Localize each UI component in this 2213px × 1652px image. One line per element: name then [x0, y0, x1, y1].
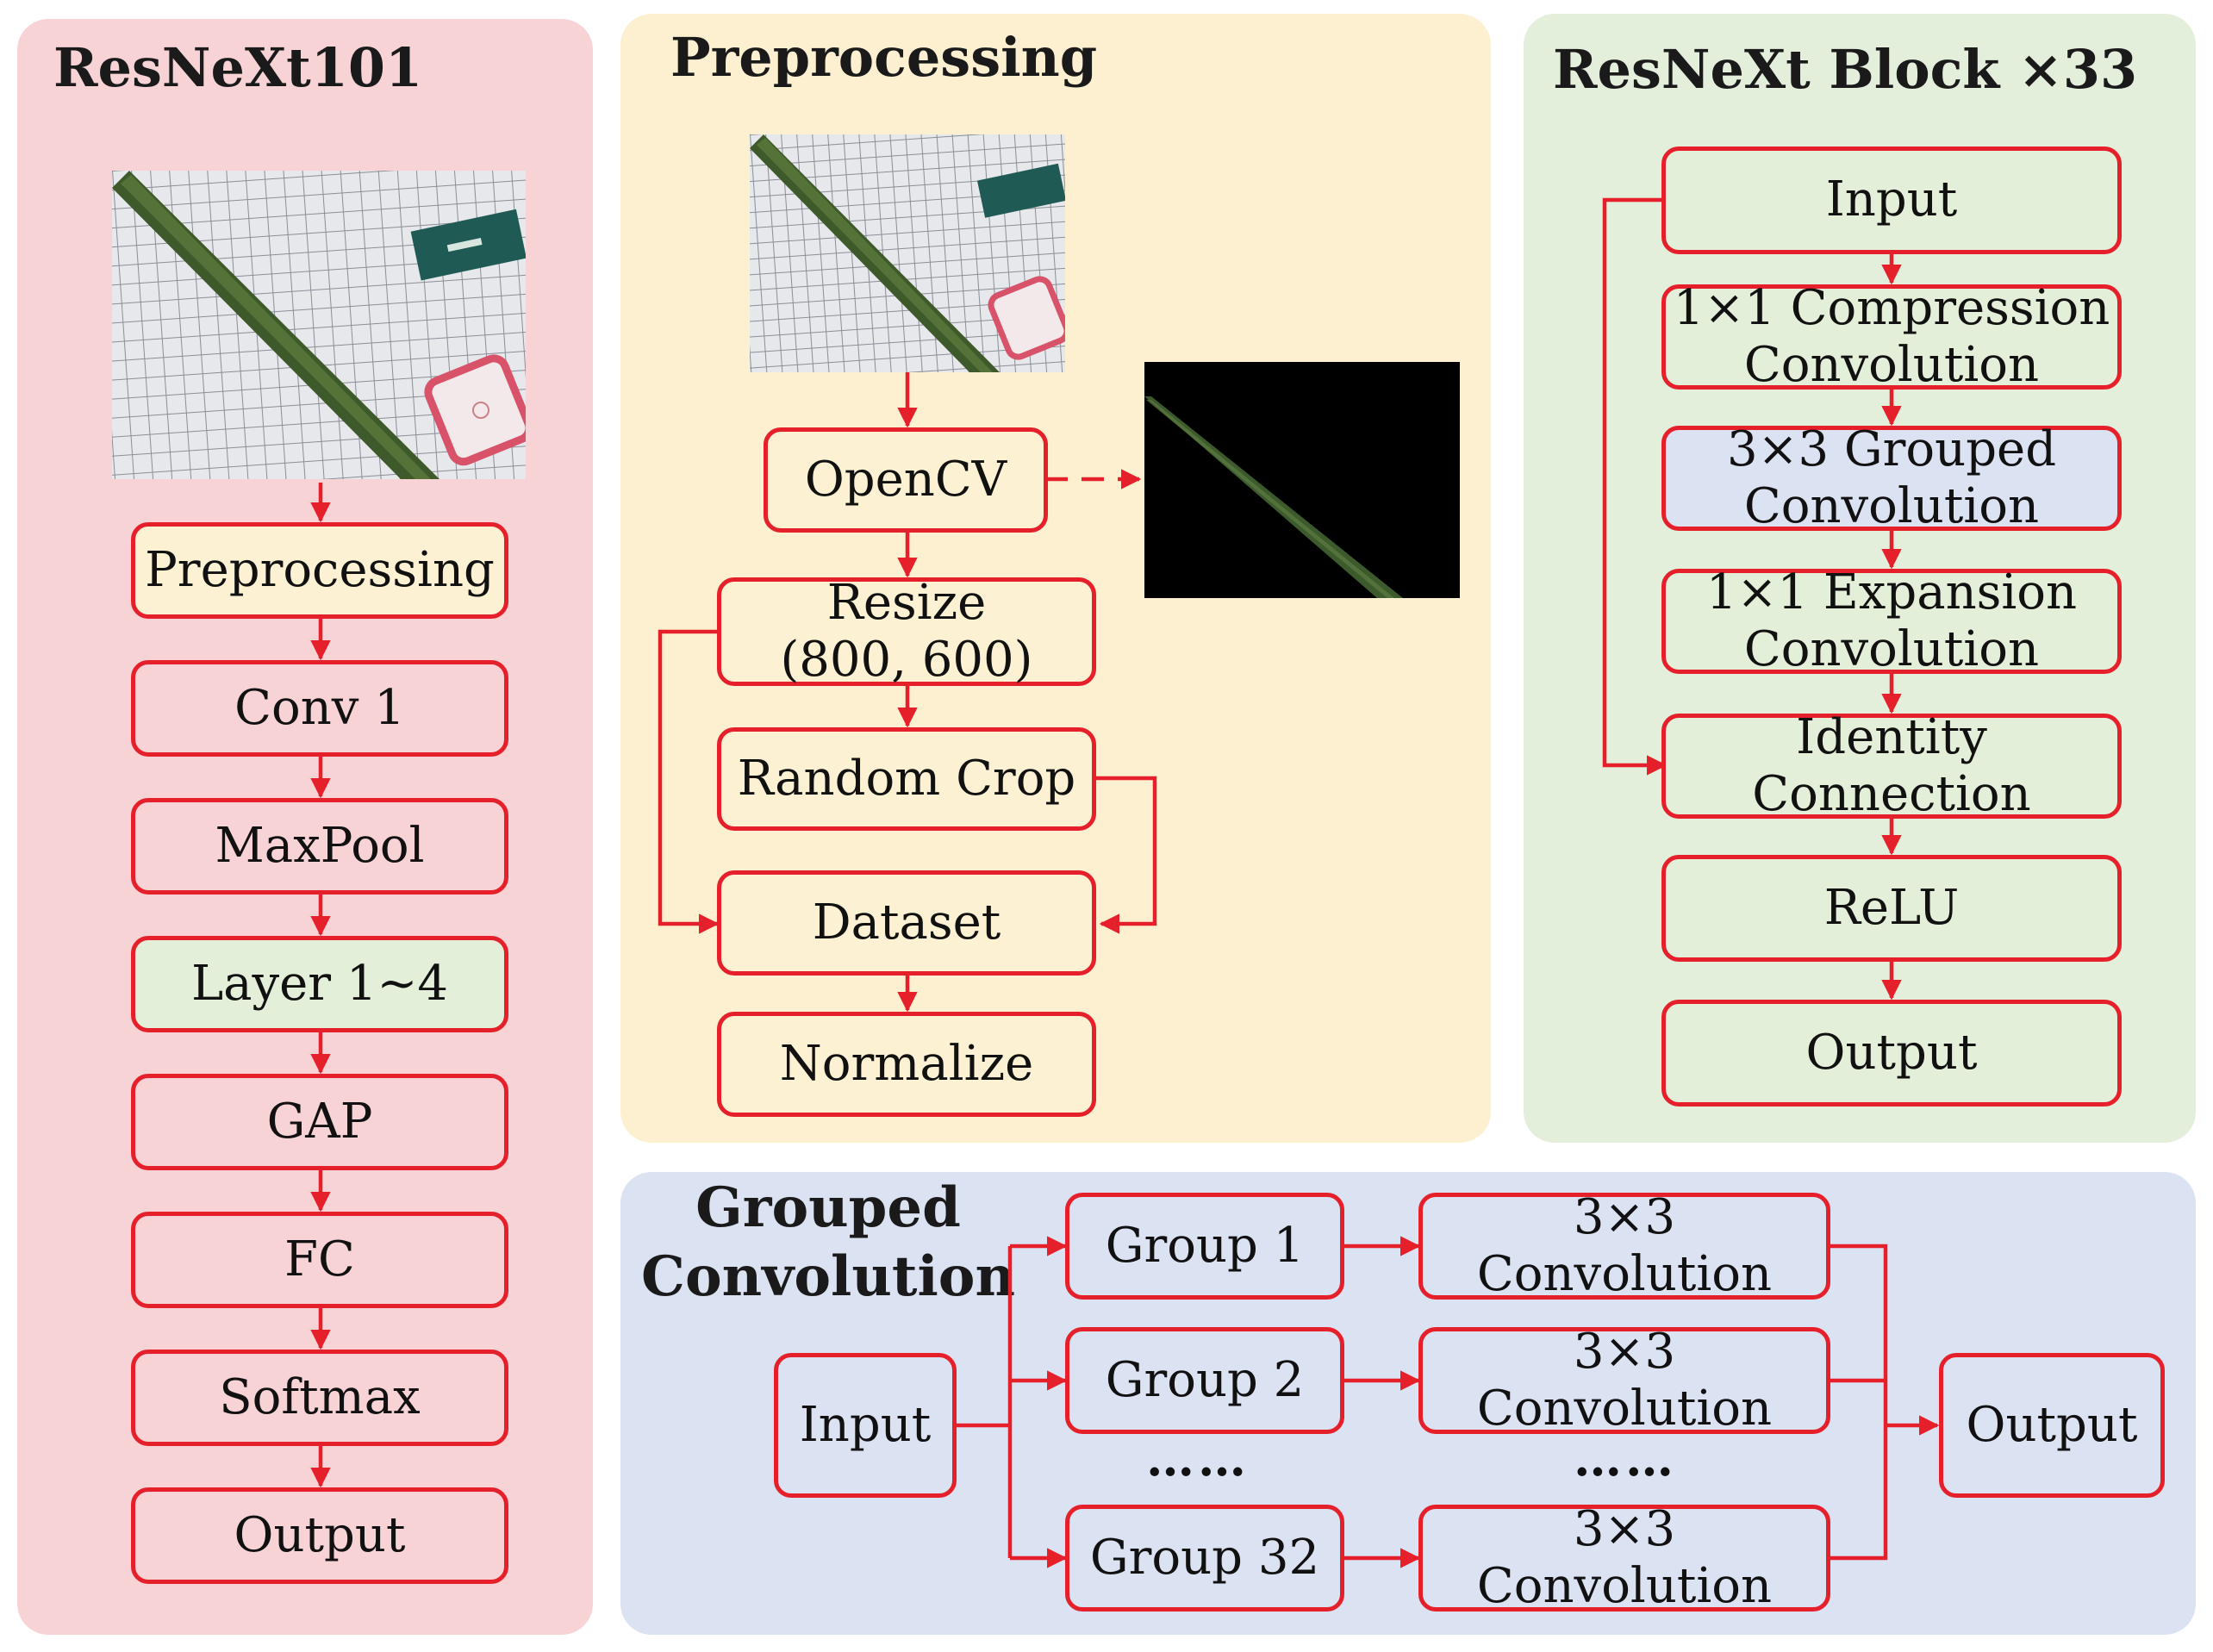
grouped-output: Output — [1939, 1353, 2165, 1498]
step-fc: FC — [131, 1212, 508, 1308]
dataset-box: Dataset — [717, 870, 1096, 976]
opencv-box: OpenCV — [764, 427, 1048, 533]
resnext101-title: ResNeXt101 — [53, 36, 423, 99]
leaf-photo-resnext — [112, 171, 526, 479]
step-gap: GAP — [131, 1074, 508, 1170]
step-preprocessing: Preprocessing — [131, 522, 508, 619]
conv-group-1: 3×3 Convolution — [1418, 1189, 1830, 1302]
groups-ellipsis: …… — [1146, 1431, 1250, 1487]
convs-ellipsis: …… — [1574, 1431, 1677, 1487]
step-layers: Layer 1~4 — [131, 936, 508, 1032]
preprocessing-title: Preprocessing — [670, 26, 1098, 89]
random-crop-box: Random Crop — [717, 727, 1096, 831]
step-conv1: Conv 1 — [131, 660, 508, 757]
block-expansion-conv: 1×1 Expansion Convolution — [1661, 564, 2122, 677]
segmented-leaf-image — [1144, 362, 1460, 598]
block-output: Output — [1661, 1000, 2122, 1107]
normalize-box: Normalize — [717, 1012, 1096, 1117]
group-2: Group 2 — [1065, 1327, 1344, 1434]
grouped-convolution-title: Grouped Convolution — [641, 1175, 1015, 1309]
conv-group-2: 3×3 Convolution — [1418, 1324, 1830, 1437]
block-grouped-conv: 3×3 Grouped Convolution — [1661, 421, 2122, 534]
block-input: Input — [1661, 146, 2122, 254]
step-softmax: Softmax — [131, 1350, 508, 1446]
grouped-input: Input — [774, 1353, 957, 1498]
group-1: Group 1 — [1065, 1193, 1344, 1300]
block-compression-conv: 1×1 Compression Convolution — [1661, 280, 2122, 393]
conv-group-32: 3×3 Convolution — [1418, 1501, 1830, 1614]
block-identity-connection: Identity Connection — [1661, 709, 2122, 822]
resnext-block-title: ResNeXt Block ×33 — [1553, 38, 2138, 101]
leaf-photo-preprocessing — [750, 134, 1065, 372]
step-output: Output — [131, 1487, 508, 1584]
group-32: Group 32 — [1065, 1505, 1344, 1611]
resize-box: Resize (800, 600) — [717, 575, 1096, 688]
step-maxpool: MaxPool — [131, 798, 508, 895]
block-relu: ReLU — [1661, 855, 2122, 962]
